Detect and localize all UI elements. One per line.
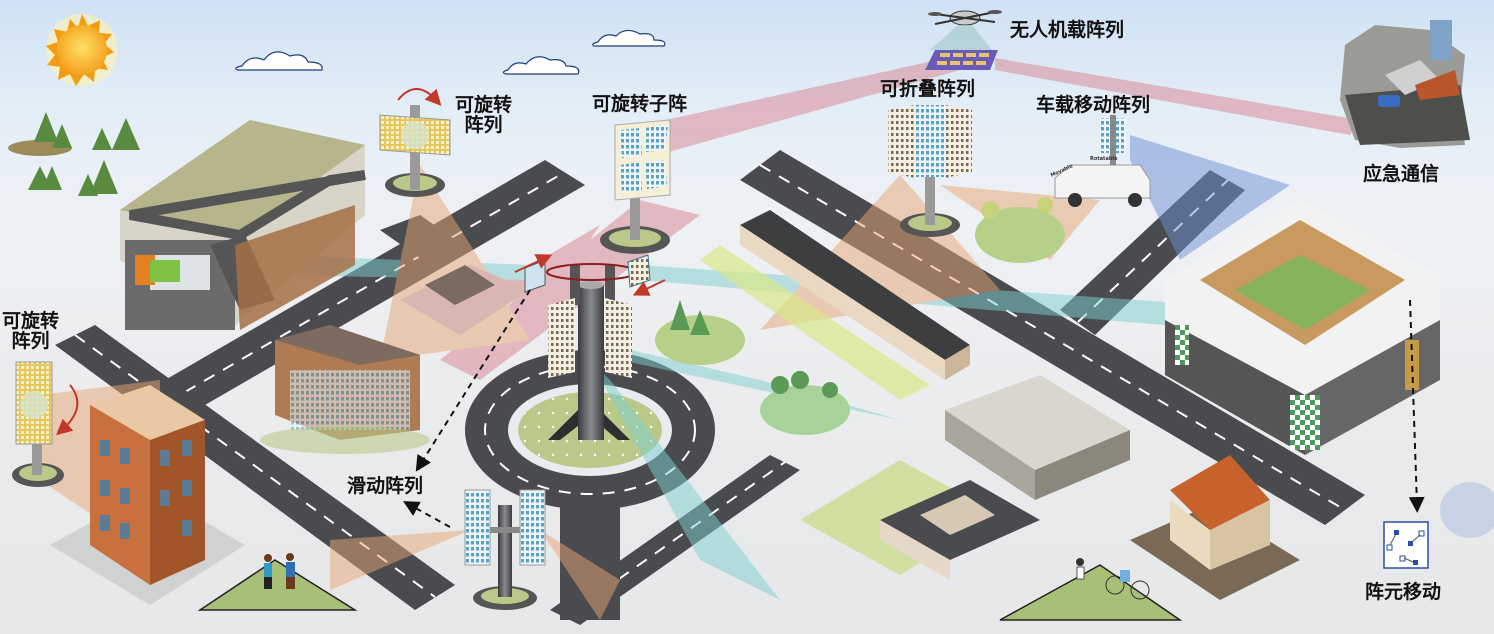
suburban-houses xyxy=(400,265,530,335)
brick-mansion xyxy=(260,325,430,454)
label-sliding-array: 滑动阵列 xyxy=(347,475,424,497)
label-foldable-array: 可折叠阵列 xyxy=(880,78,976,100)
vehicle-array-device xyxy=(1054,115,1151,207)
pine-trees xyxy=(8,112,140,196)
element-movement-icon xyxy=(1383,482,1494,569)
cutaway-house xyxy=(1130,455,1300,600)
rotatable-array-top-device xyxy=(379,88,451,197)
label-rotatable-subarray: 可旋转子阵 xyxy=(592,93,688,115)
label-emergency-comm: 应急通信 xyxy=(1363,163,1440,185)
parks xyxy=(655,197,1065,435)
dashed-arrows xyxy=(402,289,1425,528)
apartment-block xyxy=(700,210,970,400)
stadium xyxy=(1165,200,1440,455)
label-rotatable-array-top: 可旋转 阵列 xyxy=(455,95,512,135)
people xyxy=(264,553,1150,600)
sliding-array-device xyxy=(464,489,546,610)
rotatable-array-left-device xyxy=(12,361,79,487)
label-line-2: 阵列 xyxy=(464,114,503,136)
vehicle-tag-rotatable: Rotatable xyxy=(1090,156,1118,162)
grass-patch-left xyxy=(197,559,358,611)
clouds xyxy=(235,29,666,75)
grass-patch-right xyxy=(999,564,1183,621)
label-element-movement: 阵元移动 xyxy=(1365,581,1442,603)
uav-drone xyxy=(928,10,1002,50)
label-line-2: 阵列 xyxy=(11,330,50,352)
central-tower xyxy=(514,254,666,440)
label-vehicle-array: 车载移动阵列 xyxy=(1036,94,1151,116)
disaster-scene xyxy=(1340,20,1470,148)
subway-station xyxy=(120,120,366,330)
sun xyxy=(46,14,118,86)
school xyxy=(800,460,1040,580)
label-line-1: 可旋转 xyxy=(455,94,513,116)
foldable-array-device xyxy=(888,105,972,237)
brick-tower-building xyxy=(50,385,245,605)
rotatable-subarray-device xyxy=(600,119,671,254)
label-uav-array: 无人机载阵列 xyxy=(1010,19,1125,41)
uav-array-panel xyxy=(925,50,998,70)
label-rotatable-array-left: 可旋转 阵列 xyxy=(2,311,59,351)
label-line-1: 可旋转 xyxy=(2,310,60,332)
warehouse xyxy=(945,375,1130,500)
